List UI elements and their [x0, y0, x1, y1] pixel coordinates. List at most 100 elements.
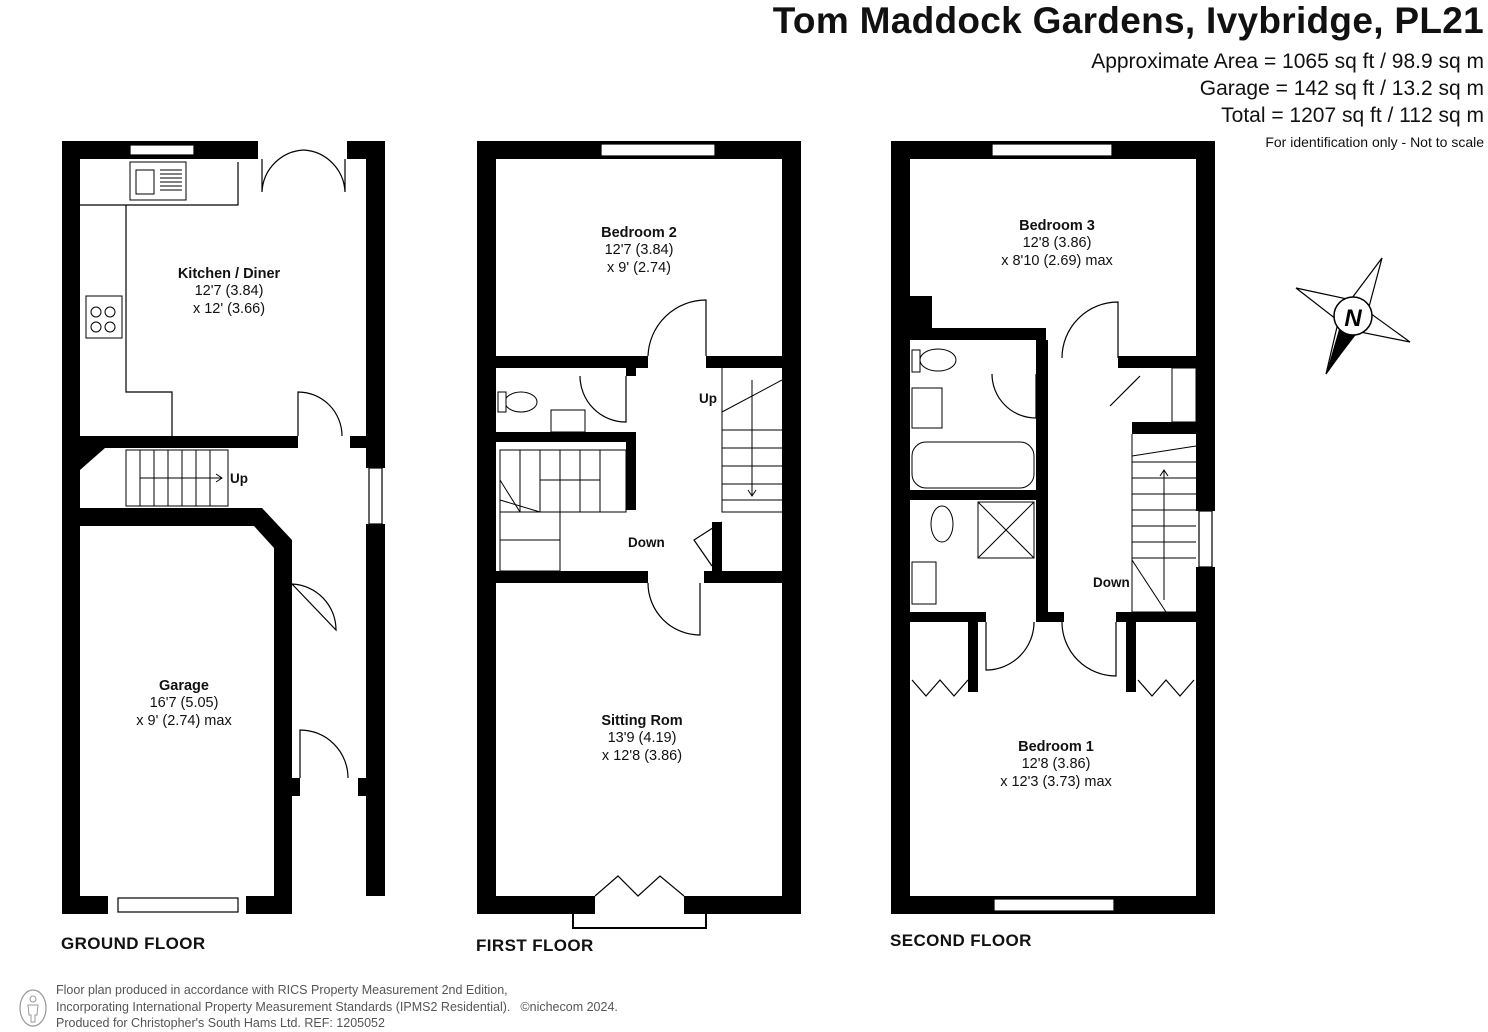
stairs-up-label: Up [699, 391, 717, 406]
wall [910, 296, 1046, 358]
wall [477, 141, 496, 914]
wall [62, 141, 80, 914]
room-dim-kitchen-2: x 12' (3.66) [193, 301, 265, 317]
staircase [125, 449, 229, 507]
stairs-up-label: Up [230, 471, 248, 486]
footer-line-1: Floor plan produced in accordance with R… [56, 983, 508, 997]
wall [477, 896, 595, 914]
wall [366, 524, 385, 896]
window [1198, 510, 1213, 568]
room-dim-bedroom-1-1: 12'8 (3.86) [1022, 756, 1091, 772]
basin-icon [911, 387, 943, 429]
wall [910, 612, 986, 622]
footer-line-3: Produced for Christopher's South Hams Lt… [56, 1016, 385, 1030]
room-dim-bedroom-2-1: 12'7 (3.84) [605, 242, 674, 258]
window [600, 143, 716, 157]
wall [496, 432, 636, 442]
room-dim-garage-2: x 9' (2.74) max [136, 713, 232, 729]
hob-icon [85, 295, 123, 339]
wall [496, 356, 648, 368]
staircase [721, 368, 783, 513]
floor-label-first: FIRST FLOOR [476, 936, 594, 955]
floor-label-ground: GROUND FLOOR [61, 934, 206, 953]
room-dim-sitting-room-2: x 12'8 (3.86) [602, 748, 682, 764]
garage-area: Garage = 142 sq ft / 13.2 sq m [1199, 77, 1484, 100]
stairs-down-label: Down [628, 535, 665, 550]
wall [910, 490, 1036, 500]
window [129, 144, 195, 156]
wall [1036, 340, 1048, 612]
wall [80, 436, 298, 448]
basin-icon [550, 409, 586, 433]
wardrobe-doors [911, 679, 969, 697]
compass-north-label: N [1344, 305, 1362, 332]
basin-icon [911, 561, 937, 605]
wall [704, 571, 782, 583]
bath-icon [911, 441, 1035, 489]
window [117, 897, 239, 913]
wall [706, 356, 782, 368]
wall [274, 630, 292, 914]
property-title: Tom Maddock Gardens, Ivybridge, PL21 [772, 0, 1484, 41]
stairs-down-label: Down [1093, 575, 1130, 590]
door [647, 582, 701, 636]
door [991, 373, 1037, 419]
wall [80, 448, 105, 470]
toilet-icon [919, 348, 957, 372]
wall [684, 896, 801, 914]
room-dim-garage-1: 16'7 (5.05) [150, 695, 219, 711]
door [303, 149, 346, 193]
staircase [1131, 434, 1197, 613]
door [579, 375, 627, 423]
total-area: Total = 1207 sq ft / 112 sq m [1221, 104, 1484, 127]
wall [366, 141, 385, 468]
wall [782, 141, 801, 914]
north-compass-icon: N [1295, 257, 1411, 375]
wall [891, 141, 910, 914]
room-dim-bedroom-3-2: x 8'10 (2.69) max [1001, 253, 1113, 269]
approximate-area: Approximate Area = 1065 sq ft / 98.9 sq … [1091, 50, 1484, 73]
room-name-kitchen: Kitchen / Diner [178, 266, 281, 282]
wall [62, 896, 108, 914]
window [993, 898, 1115, 912]
floor-label-second: SECOND FLOOR [890, 931, 1032, 950]
room-name-bedroom-3: Bedroom 3 [1019, 218, 1095, 234]
staircase [499, 449, 627, 572]
room-dim-bedroom-1-2: x 12'3 (3.73) max [1000, 774, 1112, 790]
wall [350, 436, 366, 448]
room-dim-bedroom-2-2: x 9' (2.74) [607, 260, 671, 276]
wardrobe-doors [1137, 679, 1195, 697]
door [1061, 621, 1117, 677]
room-dim-sitting-room-1: 13'9 (4.19) [608, 730, 677, 746]
ground-floor-plan: Up Kitchen / Diner 12'7 (3.84) x 12' (3.… [62, 141, 385, 914]
room-dim-bedroom-3-1: 12'8 (3.86) [1023, 235, 1092, 251]
room-name-bedroom-2: Bedroom 2 [601, 225, 677, 241]
door [1061, 301, 1119, 359]
wall [80, 508, 292, 630]
room-name-sitting-room: Sitting Rom [601, 713, 682, 729]
toilet-icon [930, 505, 954, 543]
wall [1196, 567, 1215, 914]
footer: Floor plan produced in accordance with R… [56, 982, 618, 1032]
footer-line-2: Incorporating International Property Mea… [56, 999, 511, 1014]
door [985, 621, 1035, 671]
door [291, 583, 337, 632]
scale-disclaimer: For identification only - Not to scale [1265, 134, 1484, 150]
second-floor-plan: Down Bedroom 3 12'8 (3.86) x 8'10 (2.69)… [891, 141, 1215, 914]
room-name-bedroom-1: Bedroom 1 [1018, 739, 1094, 755]
door [261, 149, 305, 193]
wall [496, 571, 648, 583]
door [297, 391, 343, 437]
first-floor-plan: Down Up Bedroom 2 12'7 (3.84) x 9' (2.74… [477, 141, 801, 929]
window [991, 143, 1113, 157]
copyright: ©nichecom 2024. [520, 999, 618, 1014]
wall [1196, 141, 1215, 511]
door [299, 729, 349, 779]
door [647, 299, 707, 357]
person-icon [19, 989, 47, 1027]
wall [1118, 356, 1196, 368]
wall [626, 432, 636, 510]
window [368, 467, 383, 525]
room-dim-kitchen-1: 12'7 (3.84) [195, 283, 264, 299]
